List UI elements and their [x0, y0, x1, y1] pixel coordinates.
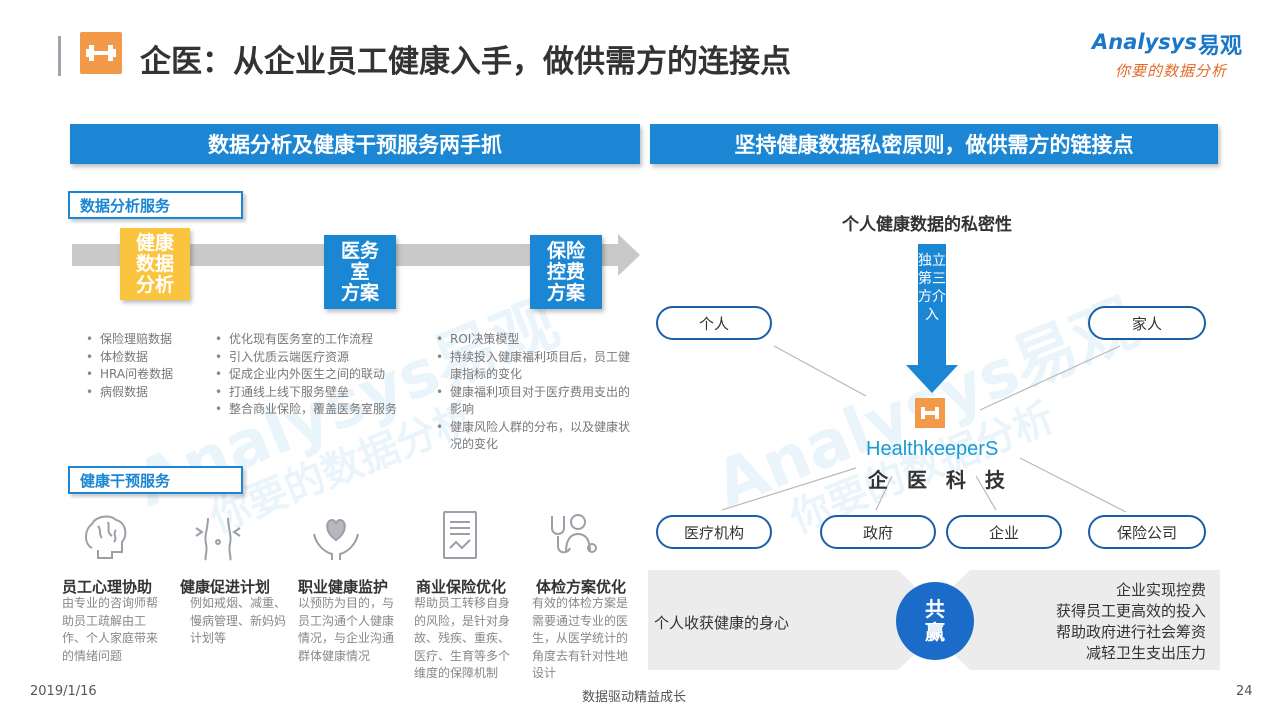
bullet-item: 病假数据	[86, 384, 196, 402]
stage-label-line: 健康	[135, 231, 174, 254]
bullet-item: 保险理赔数据	[86, 331, 196, 349]
node-medical-institution: 医疗机构	[656, 515, 772, 549]
doctor-icon	[544, 508, 600, 564]
connector-lines	[721, 345, 1127, 513]
stage-label-line: 室	[350, 260, 370, 283]
healthkeepers-logo-icon	[915, 398, 945, 428]
right-section-header: 坚持健康数据私密原则，做供需方的链接点	[650, 124, 1218, 164]
node-government: 政府	[820, 515, 936, 549]
bullet-item: 促成企业内外医生之间的联动	[215, 366, 415, 384]
stage-label-line: 方案	[340, 281, 379, 304]
bullet-item: 体检数据	[86, 349, 196, 367]
data-analysis-label: 数据分析服务	[68, 191, 243, 219]
stage-bullets-2: 优化现有医务室的工作流程引入优质云端医疗资源促成企业内外医生之间的联动打通线上线…	[215, 331, 415, 419]
stage-bullets-3: ROI决策模型持续投入健康福利项目后，员工健康指标的变化健康福利项目对于医疗费用…	[436, 331, 636, 454]
stage-label-line: 医务	[340, 239, 379, 262]
brand-logo-cn: 易观	[1198, 34, 1243, 59]
stage-label-line: 保险	[546, 239, 585, 262]
bullet-item: HRA问卷数据	[86, 366, 196, 384]
third-party-arrow	[918, 244, 946, 366]
bullet-item: ROI决策模型	[436, 331, 636, 349]
stage-label-line: 方案	[546, 281, 585, 304]
stage-label-line: 分析	[135, 273, 174, 296]
bullet-item: 健康福利项目对于医疗费用支出的影响	[436, 384, 636, 419]
privacy-title: 个人健康数据的私密性	[842, 215, 1012, 235]
bullet-item: 健康风险人群的分布，以及健康状况的变化	[436, 419, 636, 454]
left-section-header: 数据分析及健康干预服务两手抓	[70, 124, 640, 164]
company-name-cn: 企 医 科 技	[868, 468, 1011, 492]
node-enterprise: 企业	[946, 515, 1062, 549]
win-right-item: 企业实现控费	[1115, 581, 1206, 599]
bullet-item: 持续投入健康福利项目后，员工健康指标的变化	[436, 349, 636, 384]
document-icon	[432, 506, 488, 562]
brand-logo-en: Analysys	[1092, 30, 1197, 54]
stage-label-line: 数据	[135, 252, 174, 275]
brain-icon	[78, 508, 134, 564]
win-right-item: 减轻卫生支出压力	[1085, 644, 1206, 662]
bullet-item: 优化现有医务室的工作流程	[215, 331, 415, 349]
win-win-circle: 共赢	[896, 582, 974, 660]
service-desc-1: 由专业的咨询师帮助员工疏解由工作、个人家庭带来的情绪问题	[62, 596, 159, 663]
page-number: 24	[1236, 684, 1253, 699]
title-accent-bar	[58, 36, 61, 76]
service-desc-2: 例如戒烟、减重、慢病管理、新妈妈计划等	[190, 596, 287, 645]
page-title: 企医：从企业员工健康入手，做供需方的连接点	[140, 44, 791, 80]
stage-box-insurance: 保险控费方案	[530, 235, 602, 309]
stage-box-clinic: 医务室方案	[324, 235, 396, 309]
bullet-item: 打通线上线下服务壁垒	[215, 384, 415, 402]
intervention-label: 健康干预服务	[68, 466, 243, 494]
bullet-item: 引入优质云端医疗资源	[215, 349, 415, 367]
brand-slogan: 你要的数据分析	[1115, 62, 1228, 80]
node-family: 家人	[1088, 306, 1206, 340]
body-icon	[190, 508, 246, 564]
win-win-band	[648, 570, 1220, 670]
footer-date: 2019/1/16	[30, 684, 97, 699]
third-party-arrowhead	[906, 365, 958, 393]
service-desc-3: 以预防为目的，与员工沟通个人健康情况，与企业沟通群体健康情况	[298, 596, 395, 663]
service-desc-5: 有效的体检方案是需要通过专业的医生，从医学统计的角度去有针对性地设计	[532, 596, 629, 680]
service-title-5: 体检方案优化	[536, 578, 627, 596]
win-right-item: 获得员工更高效的投入	[1055, 602, 1206, 620]
timeline-arrowhead	[618, 234, 640, 276]
win-right-item: 帮助政府进行社会筹资	[1055, 623, 1206, 641]
stage-box-health-data: 健康数据分析	[120, 228, 190, 300]
win-left-text: 个人收获健康的身心	[654, 614, 790, 632]
node-individual: 个人	[656, 306, 772, 340]
footer-slogan: 数据驱动精益成长	[582, 690, 687, 705]
win-right-list: 企业实现控费 获得员工更高效的投入 帮助政府进行社会筹资 减轻卫生支出压力	[1030, 580, 1206, 664]
dumbbell-logo-icon	[80, 32, 122, 74]
bullet-item: 整合商业保险，覆盖医务室服务	[215, 401, 415, 419]
service-title-2: 健康促进计划	[180, 578, 271, 596]
service-desc-4: 帮助员工转移自身的风险，是针对身故、残疾、重疾、医疗、生育等多个维度的保障机制	[414, 596, 511, 680]
node-insurance-company: 保险公司	[1088, 515, 1206, 549]
heart-hands-icon	[308, 508, 364, 564]
third-party-label: 独立第三方介入	[918, 253, 946, 323]
service-title-3: 职业健康监护	[298, 578, 389, 596]
stage-bullets-1: 保险理赔数据体检数据HRA问卷数据病假数据	[86, 331, 196, 401]
service-title-1: 员工心理协助	[62, 578, 153, 596]
stage-label-line: 控费	[546, 260, 585, 283]
company-name-en: HealthkeeperS	[866, 438, 999, 460]
service-title-4: 商业保险优化	[416, 578, 507, 596]
